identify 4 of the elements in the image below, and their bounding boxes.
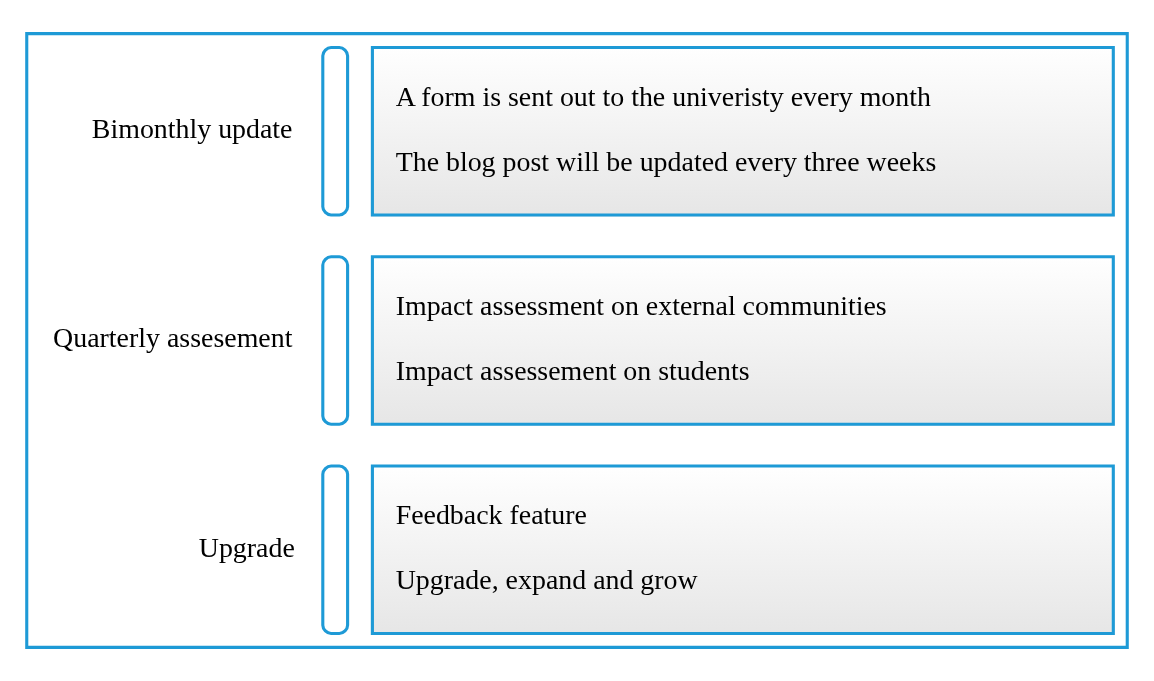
node-label: Bimonthly update [91, 113, 293, 145]
cluster [25, 32, 1129, 649]
node-label: Upgrade [198, 531, 295, 563]
node-label: Quarterly assesement [53, 322, 293, 354]
